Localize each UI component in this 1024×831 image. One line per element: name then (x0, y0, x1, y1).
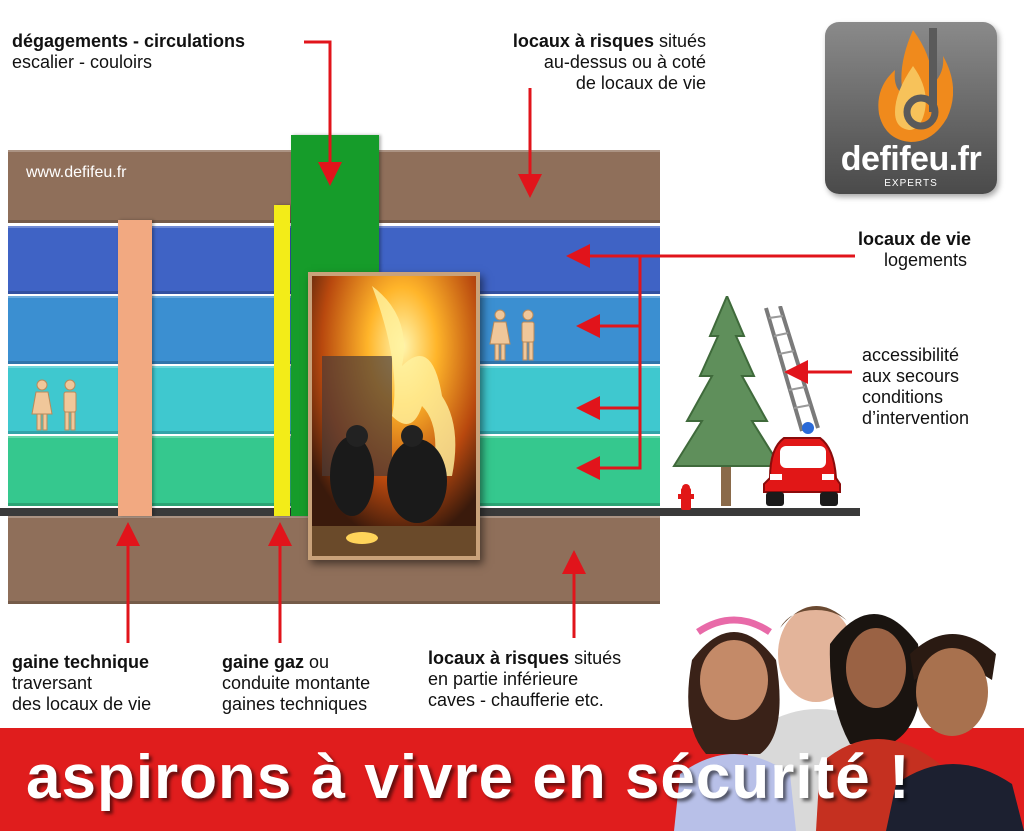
label-gaine-gaz-line3: gaines techniques (222, 694, 368, 714)
label-gaine-gaz-title: gaine gaz (222, 652, 305, 672)
label-degagements-sub: escalier - couloirs (12, 52, 153, 72)
label-risques-haut-line2: au-dessus ou à coté (543, 52, 706, 72)
label-gaine-technique: gaine technique traversant des locaux de… (12, 652, 151, 715)
label-locaux-vie: locaux de vie logements (858, 229, 971, 271)
logo-name: defifeu.fr (840, 140, 982, 178)
people-icon (31, 379, 77, 431)
label-accessibilite: accessibilité aux secours conditions d’i… (862, 345, 969, 429)
label-risques-bas-line3: caves - chaufferie etc. (428, 690, 604, 710)
family-photo (674, 606, 1024, 831)
fire-truck-icon (763, 437, 841, 506)
label-accessibilite-line2: aux secours (862, 366, 960, 386)
label-accessibilite-line3: conditions (862, 387, 944, 407)
label-gaine-technique-title: gaine technique (12, 652, 150, 672)
tree-icon (672, 296, 782, 506)
label-degagements: dégagements - circulations escalier - co… (12, 31, 245, 73)
logo-tagline: EXPERTS (884, 178, 938, 189)
flame-logo-icon (878, 28, 953, 142)
fire-photo (308, 272, 480, 560)
label-risques-bas-line2: en partie inférieure (428, 669, 579, 689)
label-gaine-technique-line3: des locaux de vie (12, 694, 152, 714)
label-gaine-technique-line2: traversant (12, 673, 93, 693)
label-accessibilite-line1: accessibilité (862, 345, 960, 365)
label-accessibilite-line4: d’intervention (862, 408, 970, 428)
label-locaux-vie-sub: logements (884, 250, 968, 270)
people-icon (489, 309, 535, 361)
label-degagements-title: dégagements - circulations (12, 31, 246, 51)
website-label: www.defifeu.fr (26, 164, 127, 181)
slogan-text: aspirons à vivre en sécurité ! (26, 743, 911, 812)
label-gaine-gaz-rest: ou (304, 652, 330, 672)
label-risques-haut-title: locaux à risques (512, 31, 654, 51)
label-risques-haut-line3: de locaux de vie (575, 73, 706, 93)
label-gaine-gaz-line2: conduite montante (222, 673, 371, 693)
defifeu-logo: defifeu.fr EXPERTS (825, 22, 997, 194)
hydrant-icon (678, 484, 694, 510)
technical-shaft (118, 220, 152, 516)
gas-shaft (274, 205, 290, 516)
label-risques-bas-rest: situés (569, 648, 622, 668)
label-risques-bas-title: locaux à risques (428, 648, 570, 668)
label-risques-haut: locaux à risques situés au-dessus ou à c… (440, 31, 706, 94)
label-gaine-gaz: gaine gaz ou conduite montante gaines te… (222, 652, 370, 715)
label-risques-bas: locaux à risques situés en partie inféri… (428, 648, 621, 711)
label-risques-haut-rest: situés (653, 31, 706, 51)
label-locaux-vie-title: locaux de vie (858, 229, 972, 249)
